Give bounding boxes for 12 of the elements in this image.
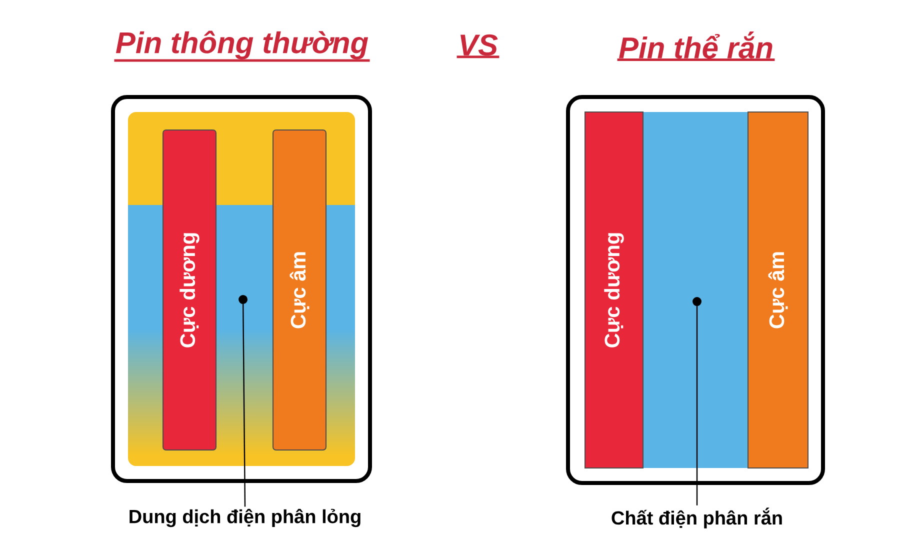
leader-line [238, 295, 248, 507]
node-label: Pin thông thường [116, 30, 368, 60]
node-label: Pin thể rắn [619, 31, 772, 59]
versus-label: VS [456, 34, 500, 58]
cathode-plate: Cực dương [162, 130, 216, 450]
anode-plate: Cực âm [272, 130, 326, 450]
solid-electrolyte [643, 112, 748, 468]
cathode-plate: Cực dương [584, 112, 644, 468]
caption-text: Chất điện phân rắn [612, 508, 782, 528]
anode-plate: Cực âm [748, 112, 808, 468]
caption-text: Dung dịch điện phân lỏng [130, 508, 360, 528]
leader-line [692, 297, 702, 506]
